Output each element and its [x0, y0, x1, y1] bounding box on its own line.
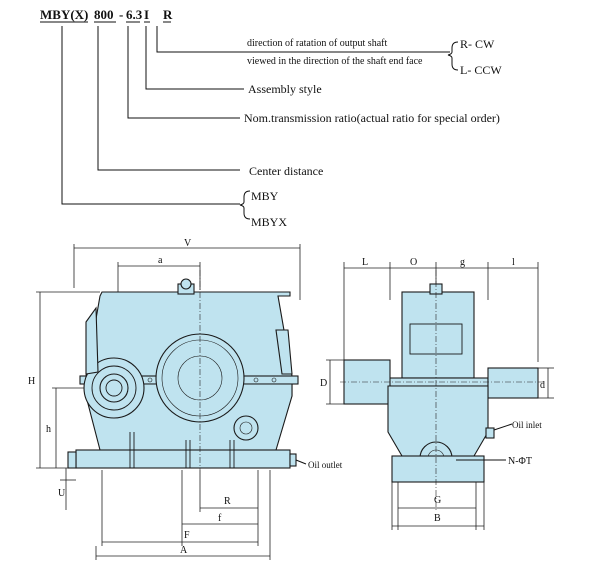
dim-g: g [460, 257, 465, 268]
leader-rotation [156, 26, 450, 53]
ccw-label: L- CCW [460, 63, 502, 77]
dim-G: G [434, 495, 441, 506]
series-mbyx: MBYX [251, 215, 287, 229]
oil-inlet-plug [485, 427, 495, 439]
assembly-style-label: Assembly style [248, 82, 322, 96]
side-output-shaft [487, 367, 539, 399]
code-rotation: R [163, 7, 173, 22]
side-housing-upper [401, 291, 475, 379]
bolt-label: N-ΦT [508, 456, 532, 467]
front-view: V a [28, 238, 343, 560]
code-center-distance: 800 [94, 7, 114, 22]
leader-assembly [145, 26, 244, 90]
oil-outlet-plug [289, 453, 297, 467]
center-distance-label: Center distance [249, 164, 323, 178]
dim-B: B [434, 513, 441, 524]
dim-O: O [410, 257, 417, 268]
code-series: MBY(X) [40, 7, 88, 22]
dim-L: L [362, 257, 368, 268]
code-assembly: I [144, 7, 149, 22]
dim-H: H [28, 376, 35, 387]
dim-D: D [320, 378, 327, 389]
dim-R: R [224, 496, 231, 507]
brace-rotation [447, 41, 459, 71]
right-rib [275, 329, 293, 375]
rotation-desc-2: viewed in the direction of the shaft end… [247, 56, 423, 67]
dim-h: h [46, 424, 51, 435]
rotation-desc-1: direction of ratation of output shaft [247, 38, 387, 49]
dim-l: l [512, 257, 515, 268]
code-ratio: 6.3 [126, 7, 143, 22]
leader-ratio [127, 26, 240, 119]
left-rib [85, 306, 99, 375]
model-code-legend: MBY(X) 800 - 6.3 I R direction of ratati… [40, 7, 502, 229]
leader-series [61, 26, 240, 205]
left-plug [67, 451, 77, 469]
output-bearing-cover [233, 415, 259, 441]
dim-a: a [158, 255, 163, 266]
oil-inlet-label: Oil inlet [512, 420, 542, 430]
ratio-desc-label: Nom.transmission ratio(actual ratio for … [244, 111, 500, 125]
leader-center-distance [97, 26, 240, 171]
series-mby: MBY [251, 189, 279, 203]
base-ribs [129, 432, 235, 468]
input-shaft [99, 373, 129, 403]
oil-outlet-label: Oil outlet [308, 460, 343, 470]
front-base [75, 449, 291, 469]
dim-d: d [540, 380, 545, 391]
cw-label: R- CW [460, 37, 495, 51]
dim-V: V [184, 238, 192, 249]
code-separator: - [119, 7, 123, 22]
brace-series [239, 190, 251, 220]
side-view: L O g l D d Oil inlet [320, 257, 554, 530]
dim-F: F [184, 530, 190, 541]
dim-U: U [58, 488, 66, 499]
dim-f: f [218, 513, 222, 524]
dim-A: A [180, 545, 188, 556]
